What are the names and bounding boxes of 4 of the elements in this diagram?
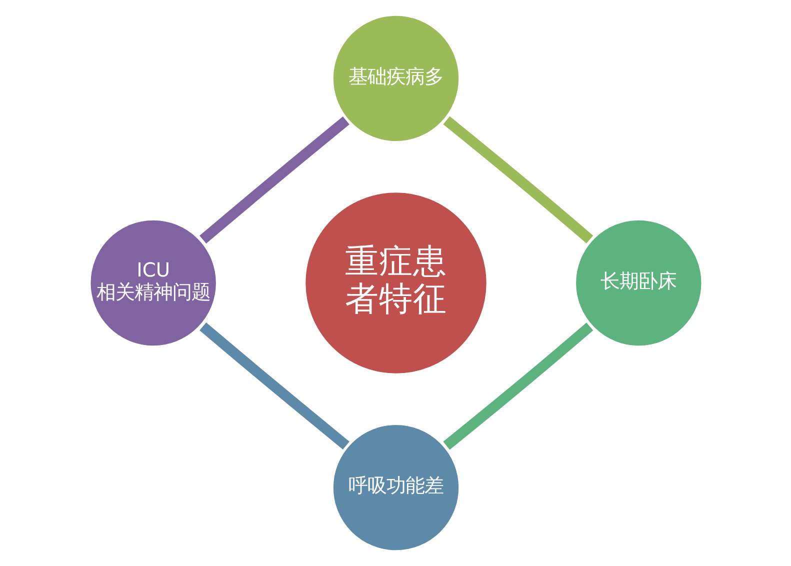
connector (199, 322, 349, 450)
connector (199, 116, 349, 244)
connector (442, 116, 593, 244)
connector (442, 322, 593, 450)
